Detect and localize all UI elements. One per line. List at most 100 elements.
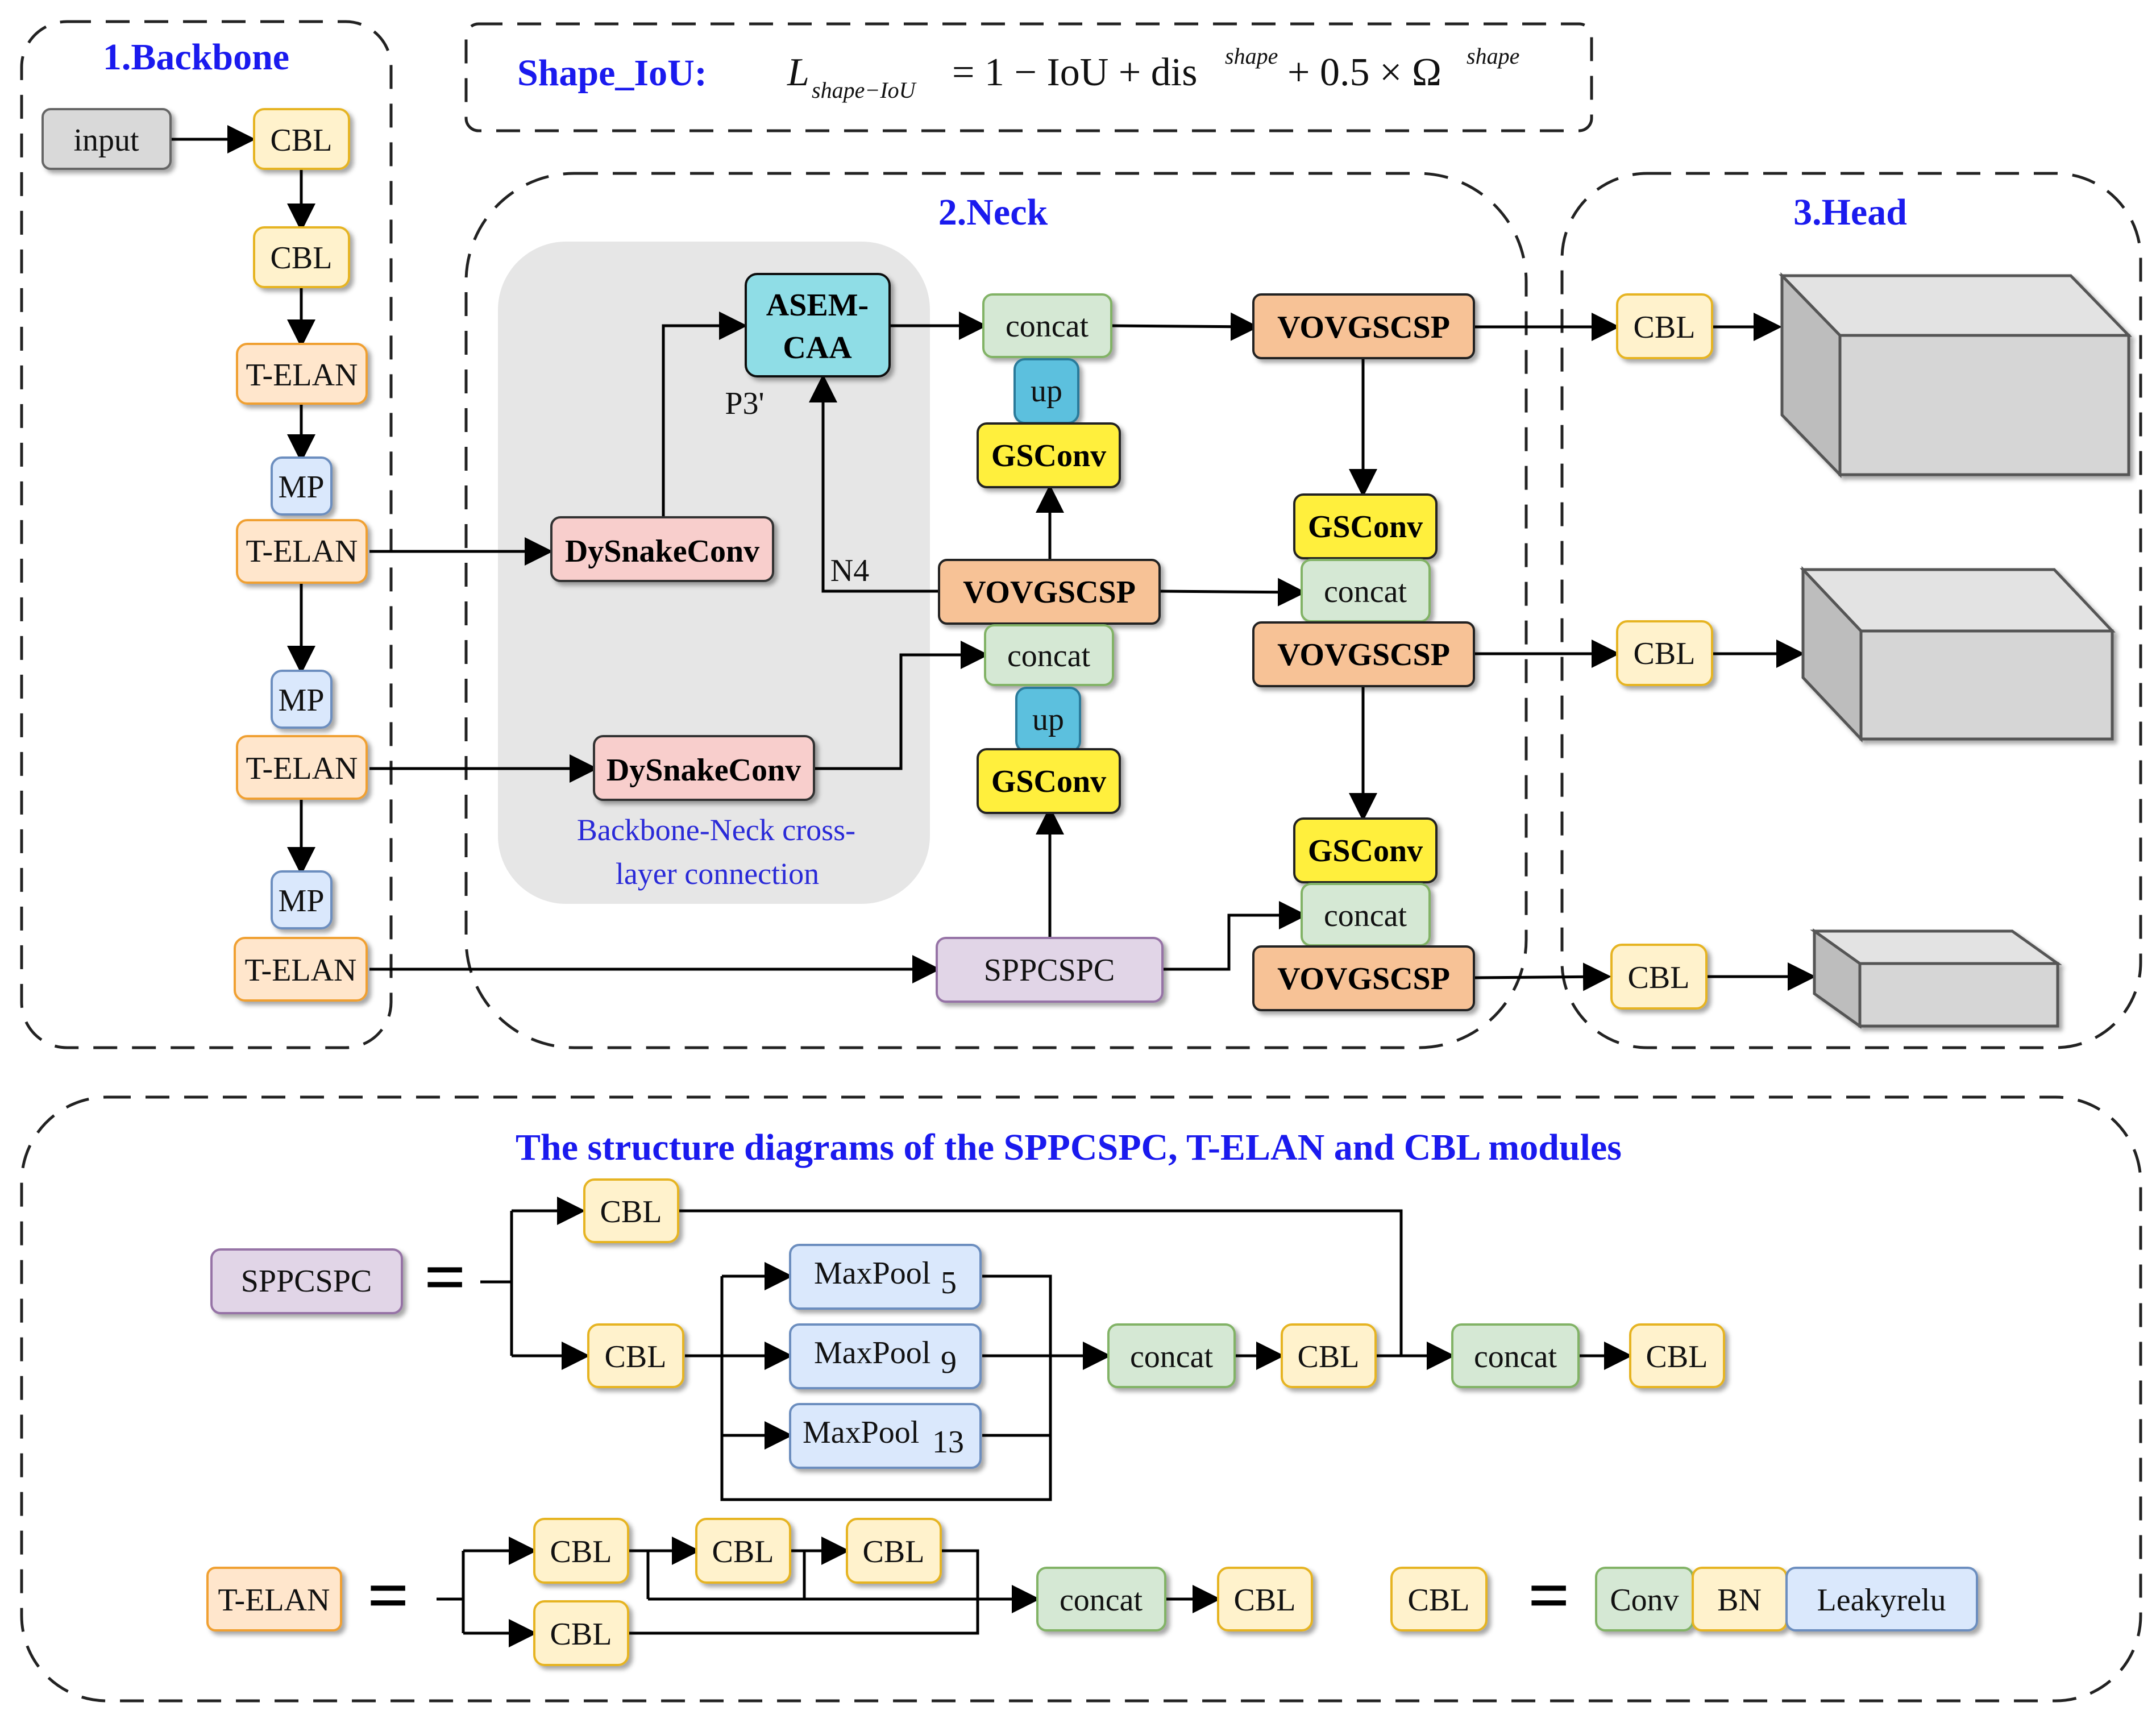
svg-text:CBL: CBL xyxy=(863,1534,925,1570)
svg-text:CBL: CBL xyxy=(712,1534,774,1570)
spp-name-box: SPPCSPC xyxy=(210,1248,403,1314)
svg-text:input: input xyxy=(73,123,139,158)
neck-up-1: up xyxy=(1013,358,1079,424)
svg-text:CBL: CBL xyxy=(600,1194,662,1230)
svg-text:CBL: CBL xyxy=(1298,1339,1360,1375)
asem-caa-box: ASEM- CAA xyxy=(745,273,891,377)
neck-concat-r1: concat xyxy=(1301,559,1431,622)
formula-rhs-a: = 1 − IoU + dis xyxy=(952,51,1197,94)
dysnakeconv-1: DySnakeConv xyxy=(550,516,774,582)
svg-text:CBL: CBL xyxy=(550,1534,612,1570)
formula-sup1: shape xyxy=(1225,43,1278,69)
neck-concat-r2: concat xyxy=(1301,883,1431,946)
backbone-title: 1.Backbone xyxy=(103,36,289,78)
svg-text:T-ELAN: T-ELAN xyxy=(244,953,356,988)
telan-cbl-2: CBL xyxy=(695,1518,791,1584)
backbone-mp-1: MP xyxy=(271,456,333,516)
svg-text:5: 5 xyxy=(941,1265,957,1301)
cbl-equals: = xyxy=(1528,1555,1570,1637)
telan-cbl-1: CBL xyxy=(533,1518,629,1584)
svg-text:MP: MP xyxy=(279,470,325,505)
neck-gsconv-2: GSConv xyxy=(977,748,1121,814)
svg-text:CBL: CBL xyxy=(1634,310,1696,345)
structure-title: The structure diagrams of the SPPCSPC, T… xyxy=(516,1127,1622,1168)
svg-text:concat: concat xyxy=(1006,309,1089,344)
neck-gsconv-1: GSConv xyxy=(977,422,1121,488)
cbl-conv-box: Conv xyxy=(1595,1567,1694,1631)
svg-text:SPPCSPC: SPPCSPC xyxy=(984,953,1115,988)
neck-concat-mid: concat xyxy=(984,624,1114,686)
neck-title: 2.Neck xyxy=(938,192,1048,233)
svg-text:CBL: CBL xyxy=(1234,1583,1296,1618)
formula-sup2: shape xyxy=(1467,43,1519,69)
svg-text:concat: concat xyxy=(1324,898,1407,933)
formula-label: Shape_IoU: xyxy=(517,52,707,94)
cbl-leakyrelu-box: Leakyrelu xyxy=(1785,1567,1978,1631)
svg-text:concat: concat xyxy=(1130,1339,1214,1375)
spp-cbl-end: CBL xyxy=(1629,1323,1725,1388)
cbl-name-box: CBL xyxy=(1390,1567,1488,1631)
neck-concat-top: concat xyxy=(982,293,1112,358)
telan-cbl-4: CBL xyxy=(533,1600,629,1666)
backbone-mp-3: MP xyxy=(271,870,333,929)
backbone-cbl-1: CBL xyxy=(253,108,350,170)
cross-layer-label-1: Backbone-Neck cross- xyxy=(577,813,855,847)
svg-text:T-ELAN: T-ELAN xyxy=(246,358,358,393)
svg-text:CBL: CBL xyxy=(271,240,333,276)
svg-text:CBL: CBL xyxy=(1408,1583,1470,1618)
telan-name-box: T-ELAN xyxy=(206,1567,342,1631)
svg-text:VOVGSCSP: VOVGSCSP xyxy=(1277,637,1450,672)
spp-maxpool-9: MaxPool 9 xyxy=(789,1323,982,1389)
svg-text:Leakyrelu: Leakyrelu xyxy=(1817,1583,1946,1618)
neck-connections xyxy=(369,312,1816,991)
backbone-connections xyxy=(171,125,315,875)
p3-label: P3' xyxy=(725,386,764,421)
dysnakeconv-2: DySnakeConv xyxy=(593,735,815,801)
svg-text:DySnakeConv: DySnakeConv xyxy=(565,534,759,569)
svg-text:Conv: Conv xyxy=(1610,1583,1679,1618)
neck-vovgscsp-top: VOVGSCSP xyxy=(1252,293,1475,359)
cbl-bn-box: BN xyxy=(1692,1567,1788,1631)
svg-text:VOVGSCSP: VOVGSCSP xyxy=(1277,310,1450,345)
svg-text:CBL: CBL xyxy=(1634,636,1696,671)
spp-maxpool-13: MaxPool 13 xyxy=(789,1403,982,1469)
structure-group xyxy=(20,1095,2142,1703)
formula-lhs-sub: shape−IoU xyxy=(812,77,917,103)
svg-text:MaxPool: MaxPool xyxy=(814,1335,930,1371)
head-cbl-1: CBL xyxy=(1616,293,1713,359)
backbone-group xyxy=(20,20,393,1049)
head-output-cube-medium xyxy=(1800,566,2116,743)
svg-text:concat: concat xyxy=(1007,638,1091,674)
backbone-telan-3: T-ELAN xyxy=(236,735,368,800)
head-output-cube-small xyxy=(1810,928,2062,1029)
svg-text:T-ELAN: T-ELAN xyxy=(246,751,358,786)
svg-text:VOVGSCSP: VOVGSCSP xyxy=(963,575,1136,610)
neck-up-2: up xyxy=(1015,687,1081,753)
svg-text:CBL: CBL xyxy=(271,123,333,158)
spp-cbl-top: CBL xyxy=(583,1178,679,1243)
neck-group xyxy=(464,172,1528,1049)
svg-text:SPPCSPC: SPPCSPC xyxy=(241,1264,372,1299)
spp-maxpool-5: MaxPool 5 xyxy=(789,1244,982,1310)
svg-text:CBL: CBL xyxy=(550,1617,612,1652)
spp-cbl-left: CBL xyxy=(587,1323,684,1388)
backbone-mp-2: MP xyxy=(271,670,333,729)
formula-rhs-b: + 0.5 × Ω xyxy=(1287,51,1442,94)
neck-gsconv-3: GSConv xyxy=(1293,493,1438,559)
svg-text:GSConv: GSConv xyxy=(991,764,1106,799)
neck-vovgscsp-mid: VOVGSCSP xyxy=(938,559,1161,625)
telan-cbl-3: CBL xyxy=(846,1518,942,1584)
input-box: input xyxy=(41,108,172,170)
svg-text:CAA: CAA xyxy=(783,330,852,366)
spp-concat-1: concat xyxy=(1107,1323,1236,1388)
svg-text:GSConv: GSConv xyxy=(1308,833,1423,869)
svg-text:MP: MP xyxy=(279,683,325,718)
backbone-telan-4: T-ELAN xyxy=(234,937,368,1002)
spp-equals: = xyxy=(424,1236,466,1318)
telan-concat: concat xyxy=(1036,1567,1166,1631)
head-cbl-2: CBL xyxy=(1616,620,1713,686)
head-title: 3.Head xyxy=(1793,192,1907,233)
cross-layer-label-2: layer connection xyxy=(616,857,819,891)
svg-text:T-ELAN: T-ELAN xyxy=(218,1583,330,1618)
